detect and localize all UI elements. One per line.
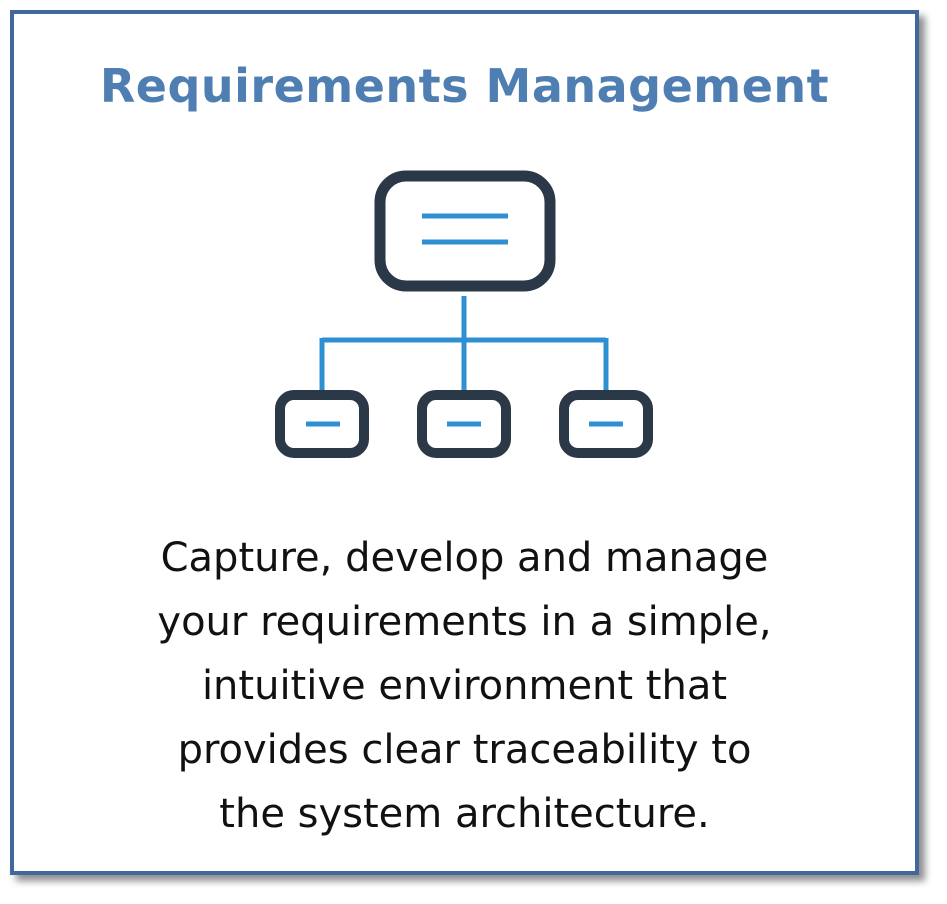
- requirements-card: Requirements Management Captu: [10, 10, 919, 875]
- description-line: Capture, develop and manage: [160, 535, 769, 581]
- hierarchy-org-chart-icon: [275, 170, 653, 458]
- card-title: Requirements Management: [99, 59, 830, 113]
- top-node: [374, 170, 556, 292]
- child-node-right: [559, 390, 653, 458]
- child-node-center: [417, 390, 511, 458]
- description-line: the system architecture.: [219, 791, 710, 837]
- card-description: Capture, develop and manage your require…: [54, 526, 875, 846]
- child-node-left: [275, 390, 369, 458]
- description-line: intuitive environment that: [201, 663, 728, 709]
- description-line: provides clear traceability to: [177, 727, 752, 773]
- connector-lines: [319, 296, 609, 394]
- description-line: your requirements in a simple,: [157, 599, 772, 645]
